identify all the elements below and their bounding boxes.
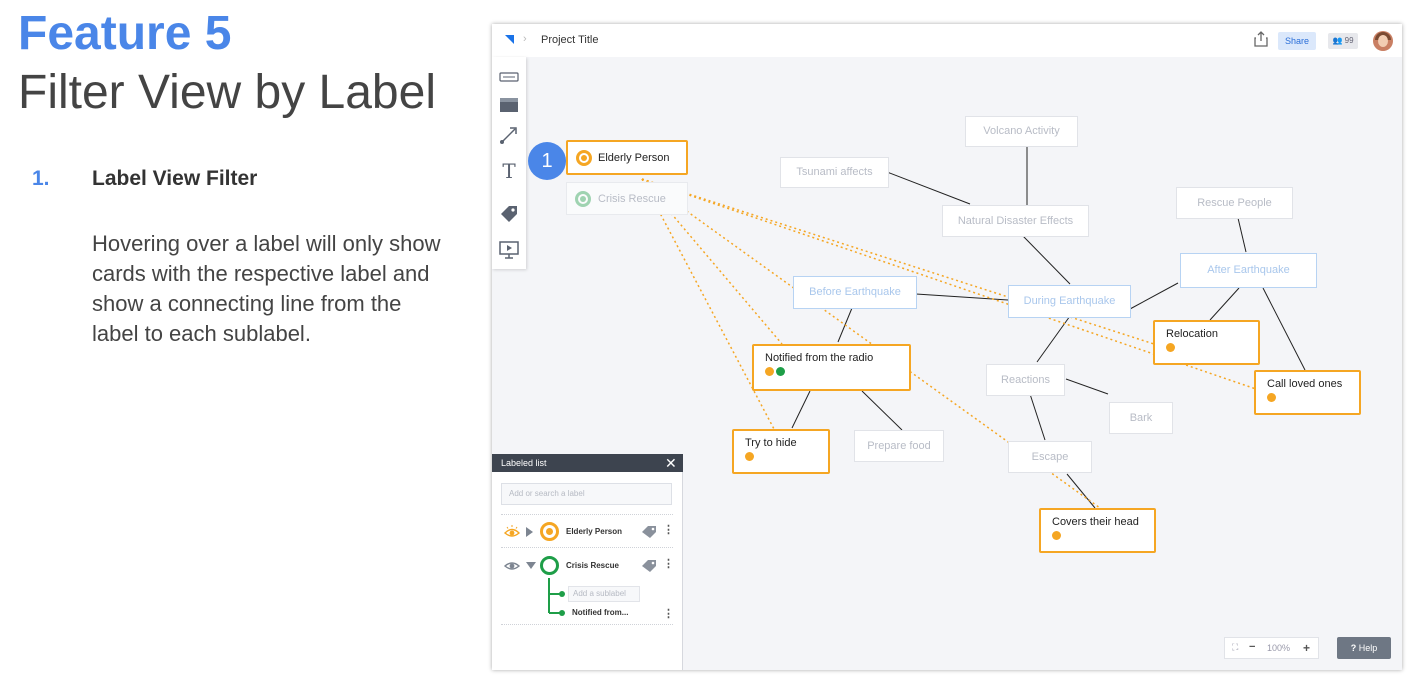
more-options-icon[interactable]: ⋮ (663, 524, 674, 536)
step-number: 1. (32, 167, 50, 190)
label-dot-orange (1052, 531, 1061, 540)
tag-icon[interactable] (641, 559, 657, 578)
breadcrumb-separator: › (523, 33, 527, 45)
expand-arrow-icon[interactable] (526, 527, 533, 537)
label-color-icon (540, 556, 559, 575)
close-icon[interactable]: ✕ (665, 455, 677, 471)
card-during-earthquake[interactable]: During Earthquake (1008, 285, 1131, 318)
feature-subtitle: Filter View by Label (18, 66, 436, 119)
label-dot-orange (765, 367, 774, 376)
card-title: Notified from the radio (765, 352, 874, 364)
canvas-label-text: Elderly Person (598, 152, 670, 164)
card-covers-their-head[interactable]: Covers their head (1039, 508, 1156, 553)
app-logo-icon[interactable] (505, 35, 514, 44)
card-escape[interactable]: Escape (1008, 441, 1092, 473)
canvas-label-crisis-rescue[interactable]: Crisis Rescue (566, 182, 688, 215)
card-tool-icon[interactable] (499, 95, 519, 115)
sublabel-tree-connector (548, 578, 565, 616)
sublabel-name[interactable]: Notified from... (572, 608, 629, 617)
zoom-level: 100% (1267, 643, 1291, 653)
card-prepare-food[interactable]: Prepare food (854, 430, 944, 462)
card-title: Covers their head (1052, 516, 1139, 528)
help-label: Help (1358, 643, 1378, 653)
sublabel-input[interactable]: Add a sublabel (568, 586, 640, 602)
tool-sidebar: T (492, 57, 526, 269)
card-volcano-activity[interactable]: Volcano Activity (965, 116, 1078, 147)
label-color-icon (540, 522, 559, 541)
help-button[interactable]: ? Help (1337, 637, 1391, 659)
more-options-icon[interactable]: ⋮ (663, 558, 674, 570)
app-window: › Project Title Share 👥 99 T 1 El (492, 24, 1402, 670)
label-tool-icon[interactable] (499, 204, 519, 224)
more-options-icon[interactable]: ⋮ (663, 608, 674, 620)
panel-title: Labeled list (492, 454, 683, 472)
label-dot-green (776, 367, 785, 376)
connector-tool-icon[interactable] (499, 125, 519, 145)
card-notified-from-the-radio[interactable]: Notified from the radio (752, 344, 911, 391)
zoom-controls: ⛶ − 100% + (1224, 637, 1319, 659)
card-relocation[interactable]: Relocation (1153, 320, 1260, 365)
label-row-elderly-person[interactable]: Elderly Person ⋮ (492, 517, 683, 547)
label-dot-orange (1166, 343, 1175, 352)
zoom-out-button[interactable]: − (1249, 641, 1256, 653)
card-natural-disaster-effects[interactable]: Natural Disaster Effects (942, 205, 1089, 237)
card-after-earthquake[interactable]: After Earthquake (1180, 253, 1317, 288)
canvas-label-text: Crisis Rescue (598, 193, 666, 205)
zoom-in-button[interactable]: + (1303, 641, 1311, 655)
label-name: Crisis Rescue (566, 561, 619, 570)
card-try-to-hide[interactable]: Try to hide (732, 429, 830, 474)
canvas-label-elderly-person[interactable]: Elderly Person (566, 140, 688, 175)
label-dot-orange (745, 452, 754, 461)
collaborators-count: 99 (1344, 36, 1354, 45)
step-description: Hovering over a label will only show car… (92, 231, 441, 346)
card-title: Call loved ones (1267, 378, 1343, 390)
eye-visible-icon[interactable] (503, 525, 521, 544)
label-ring-icon (575, 191, 591, 207)
step-marker: 1 (528, 142, 566, 180)
card-tsunami-affects[interactable]: Tsunami affects (780, 157, 889, 188)
presentation-tool-icon[interactable] (499, 240, 519, 260)
labeled-list-panel: Labeled list ✕ Add or search a label Eld… (492, 454, 683, 670)
collaborators-badge[interactable]: 👥 99 (1328, 33, 1358, 49)
text-tool-icon[interactable]: T (502, 159, 516, 183)
card-rescue-people[interactable]: Rescue People (1176, 187, 1293, 219)
card-reactions[interactable]: Reactions (986, 364, 1065, 396)
label-dot-orange (1267, 393, 1276, 402)
fit-screen-icon[interactable]: ⛶ (1232, 642, 1239, 652)
tag-icon[interactable] (641, 525, 657, 544)
label-name: Elderly Person (566, 527, 623, 536)
users-icon: 👥 (1332, 36, 1343, 45)
label-row-crisis-rescue[interactable]: Crisis Rescue ⋮ (492, 551, 683, 581)
project-title[interactable]: Project Title (541, 34, 599, 46)
label-ring-icon (576, 150, 592, 166)
help-icon: ? (1350, 643, 1357, 653)
label-search-input[interactable]: Add or search a label (501, 483, 672, 505)
collapse-arrow-icon[interactable] (526, 562, 536, 569)
card-call-loved-ones[interactable]: Call loved ones (1254, 370, 1361, 415)
card-before-earthquake[interactable]: Before Earthquake (793, 276, 917, 309)
feature-title: Feature 5 (18, 7, 232, 60)
top-bar: › Project Title Share 👥 99 (492, 24, 1402, 57)
card-bark[interactable]: Bark (1109, 402, 1173, 434)
text-field-tool-icon[interactable] (499, 67, 519, 87)
export-icon[interactable] (1252, 30, 1270, 53)
share-button[interactable]: Share (1278, 32, 1316, 50)
step-title: Label View Filter (92, 167, 258, 190)
avatar[interactable] (1373, 31, 1393, 51)
card-title: Try to hide (745, 437, 797, 449)
eye-visible-icon[interactable] (503, 559, 521, 578)
card-title: Relocation (1166, 328, 1218, 340)
